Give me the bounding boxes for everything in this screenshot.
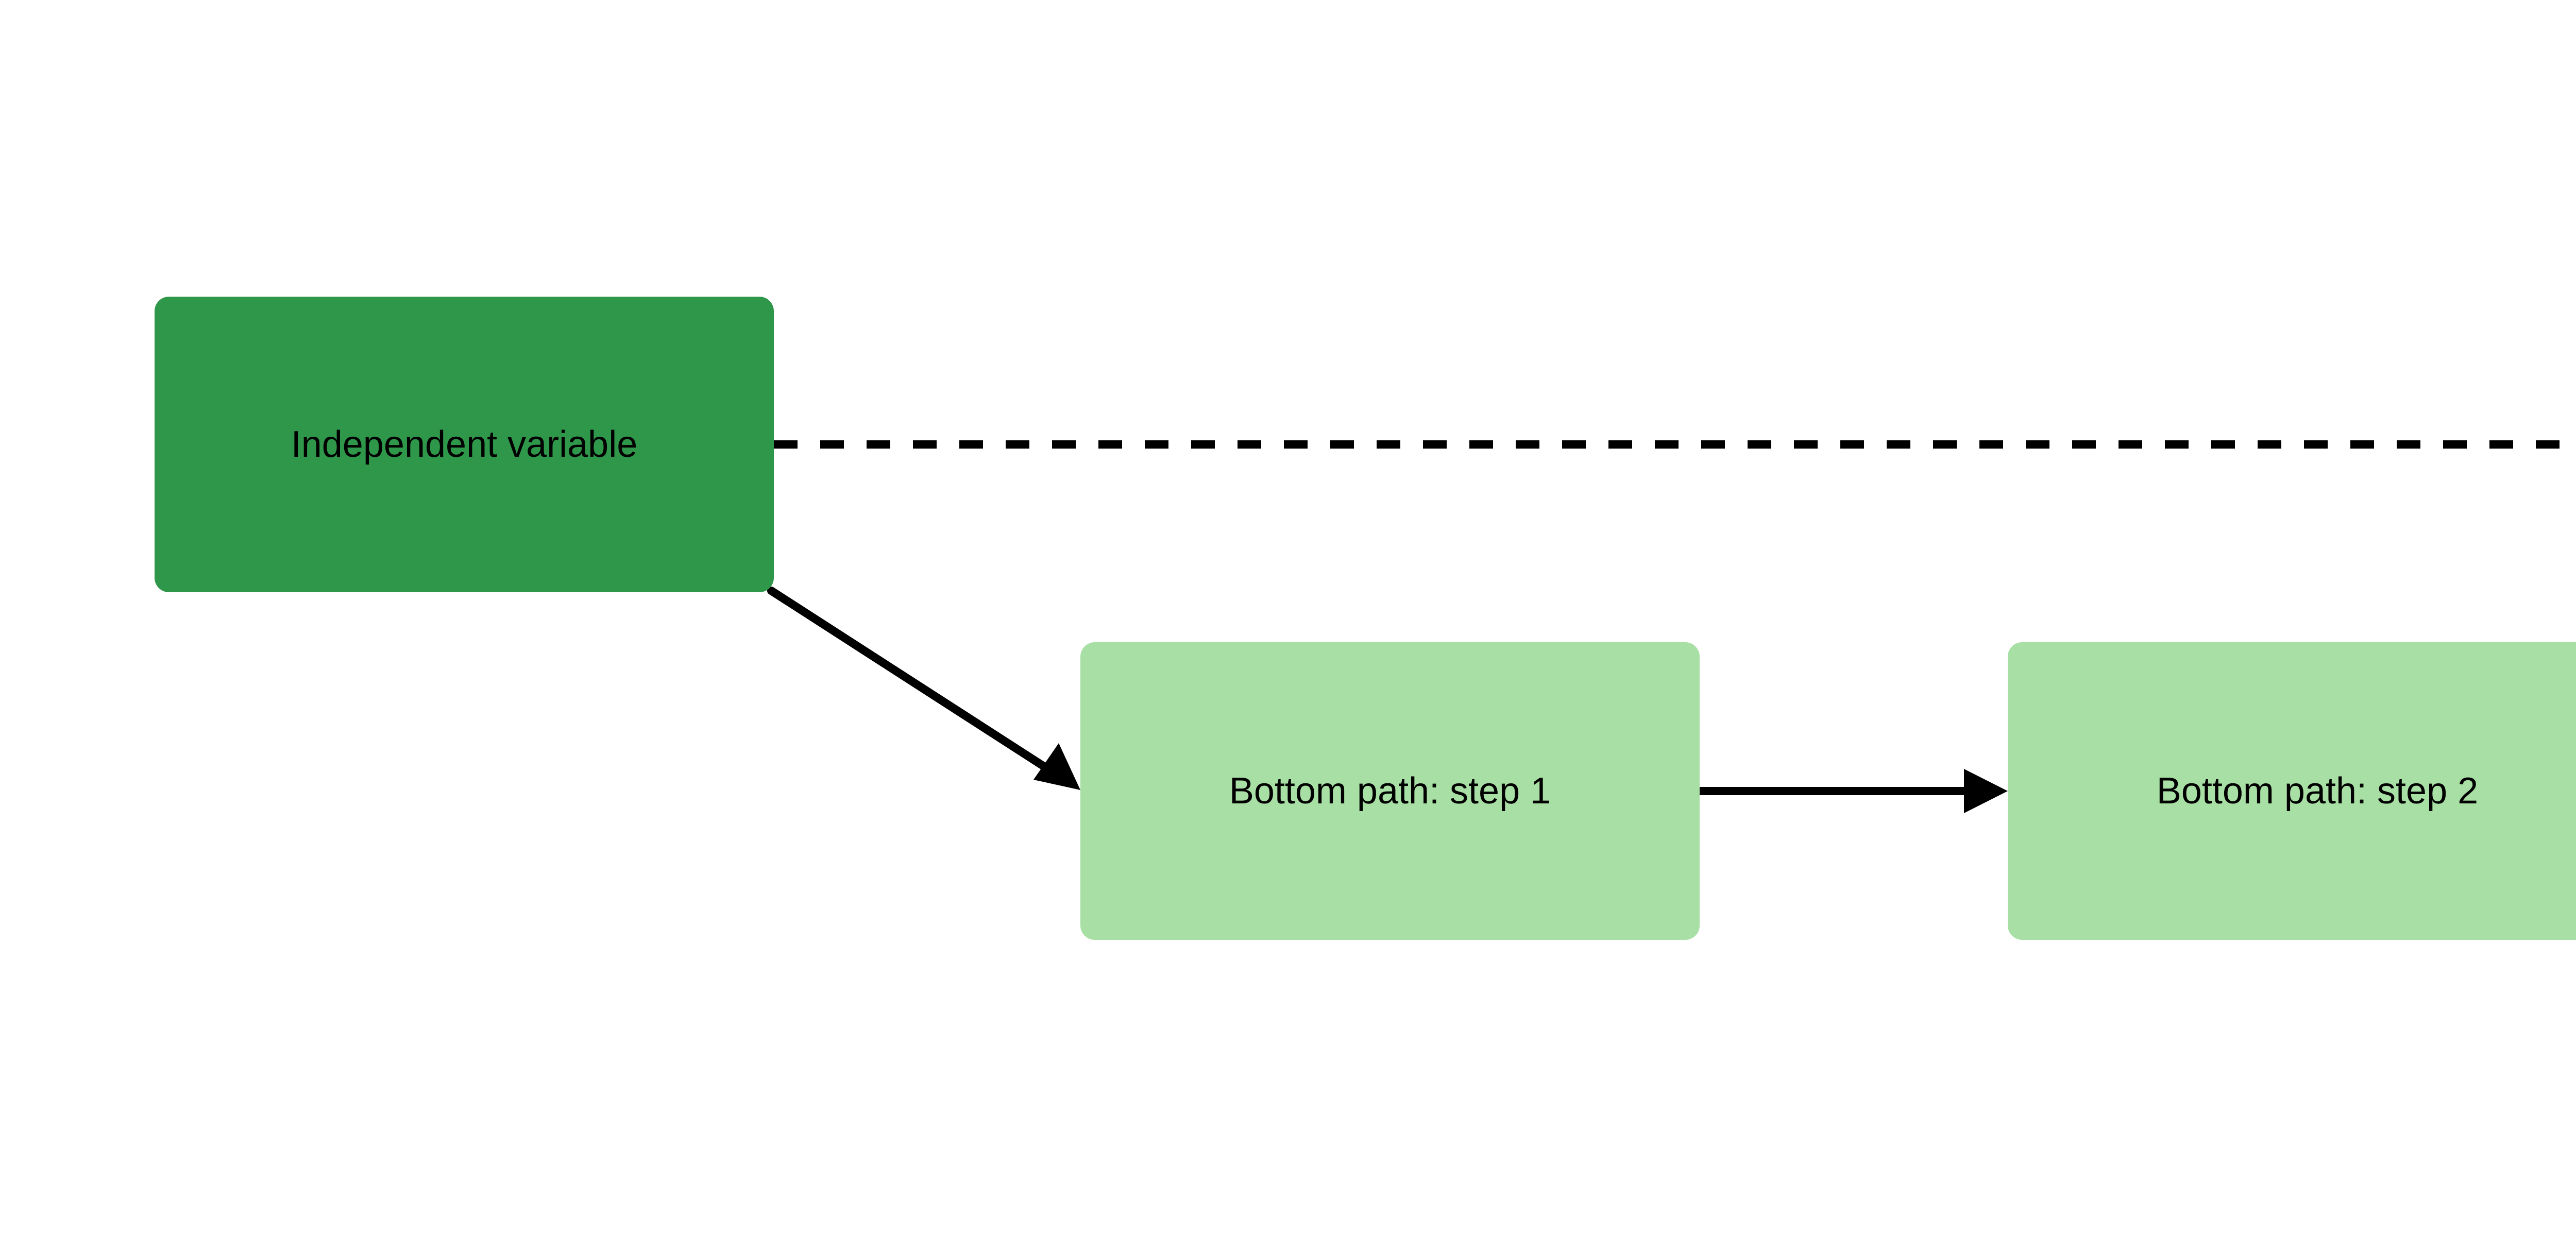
node-independent-variable[interactable]: Independent variable <box>155 297 774 592</box>
edge-independent-to-dependent[interactable] <box>774 422 2576 467</box>
node-independent-variable-label: Independent variable <box>291 423 638 465</box>
node-bottom-path-step-2[interactable]: Bottom path: step 2 <box>2008 642 2576 940</box>
edge-step-1-to-step-2-arrowhead <box>1964 769 2008 813</box>
edge-independent-to-step-1-line <box>767 587 1055 775</box>
edge-independent-to-step-1-arrowhead <box>1033 743 1080 790</box>
node-bottom-path-step-1[interactable]: Bottom path: step 1 <box>1080 642 1700 940</box>
node-bottom-path-step-1-label: Bottom path: step 1 <box>1229 770 1551 812</box>
edge-independent-to-step-1[interactable] <box>767 587 1080 790</box>
node-bottom-path-step-2-label: Bottom path: step 2 <box>2156 770 2479 812</box>
edge-step-1-to-step-2[interactable] <box>1696 769 2008 813</box>
